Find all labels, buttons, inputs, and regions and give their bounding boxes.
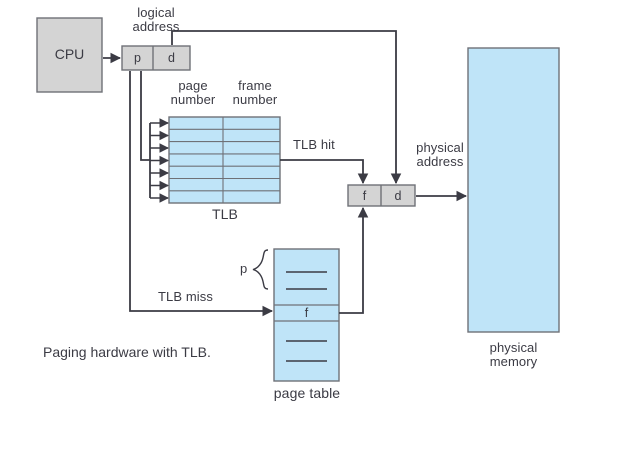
logical-address-register: [121, 45, 191, 71]
page-table-label: page table: [273, 385, 341, 401]
tlb-hit-label: TLB hit: [293, 137, 335, 152]
offset-passthrough-path: [171, 30, 402, 185]
page-table-box: [273, 248, 340, 382]
tlb-box: [168, 116, 281, 204]
physical-address-offset-field: d: [394, 189, 402, 203]
page-index-brace: [252, 249, 269, 290]
figure-caption: Paging hardware with TLB.: [43, 344, 211, 360]
tlb-miss-label: TLB miss: [158, 289, 213, 304]
page-table-frame-to-physical-address-path: [339, 206, 369, 314]
physical-memory-label-line2: memory: [489, 354, 538, 369]
cpu-box: [36, 17, 103, 93]
page-table-frame-entry: f: [304, 306, 309, 320]
page-number-to-tlb-path: [140, 71, 150, 161]
physical-address-title-line2: address: [416, 154, 464, 169]
physical-memory-label-line1: physical: [489, 340, 538, 355]
logical-address-offset-field: d: [168, 51, 175, 65]
tlb-miss-path: [129, 71, 274, 317]
physical-memory-box: [467, 47, 560, 333]
logical-address-page-field: p: [134, 51, 141, 65]
physical-address-title-line1: physical: [416, 140, 464, 155]
page-table-index-label: p: [240, 261, 248, 276]
logical-address-title-line2: address: [132, 19, 180, 34]
tlb-page-number-header-line2: number: [170, 92, 216, 107]
physical-address-frame-field: f: [362, 189, 367, 203]
tlb-page-number-header-line1: page: [178, 78, 208, 93]
tlb-label: TLB: [212, 206, 238, 222]
logical-address-title-line1: logical: [137, 5, 175, 20]
tlb-hit-path: [280, 159, 369, 185]
tlb-frame-number-header-line2: number: [232, 92, 278, 107]
tlb-frame-number-header-line1: frame: [238, 78, 272, 93]
cpu-label: CPU: [54, 46, 85, 62]
